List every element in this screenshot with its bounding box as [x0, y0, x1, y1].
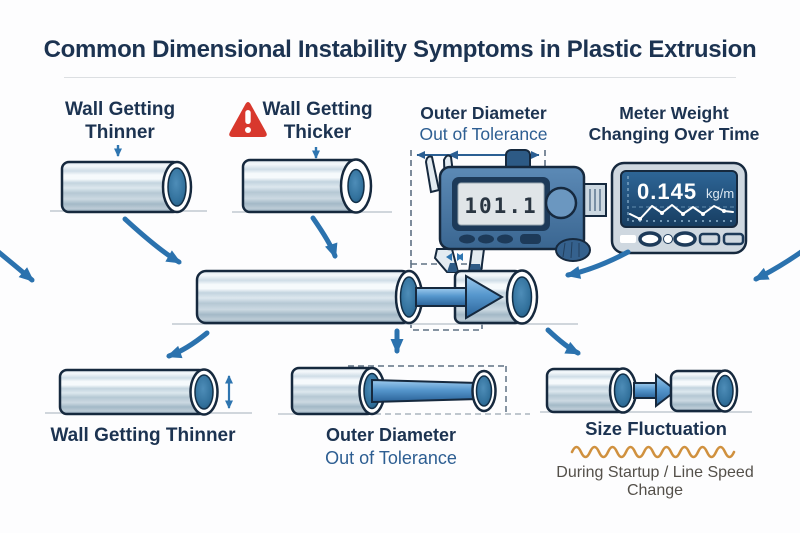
meter-display-icon: 0.145 kg/m [610, 161, 748, 255]
bottom-pipe-undersized-icon [278, 365, 530, 416]
title-divider [64, 77, 736, 78]
flow-arrow-pipe-to-bottom-left [166, 330, 210, 359]
bottom-pipe-fluctuation-icon [540, 367, 752, 414]
flow-arrow-left-edge [0, 250, 35, 283]
meter-unit: kg/m [706, 186, 734, 201]
heading-line: Outer Diameter [420, 103, 547, 123]
flow-arrows [0, 215, 800, 359]
heading-line: Wall Getting [262, 99, 373, 120]
bottom-pipe-thin-wall-icon [45, 368, 252, 416]
warning-icon [229, 102, 267, 137]
pipe-thin-wall-icon [50, 160, 207, 214]
fluctuation-wave-icon [570, 445, 736, 459]
heading-line: Meter Weight [619, 103, 729, 123]
caliper-reading: 101.1 [464, 194, 537, 218]
heading-line: Thinner [85, 122, 155, 144]
flow-arrow-thicker-to-pipe [310, 215, 338, 259]
caliper-icon: 101.1 [424, 149, 607, 273]
heading-line: Changing Over Time [588, 124, 760, 145]
heading-line: Thicker [283, 122, 352, 144]
label-line: Outer Diameter [325, 425, 457, 445]
label-outer-diameter: Outer Diameter Out of Tolerance [297, 424, 485, 469]
extrusion-direction-arrow [415, 274, 504, 320]
flow-arrow-thinner-to-pipe [122, 216, 182, 265]
flow-arrow-meter-to-pipe [565, 249, 631, 279]
flow-arrow-pipe-to-bottom-right [545, 327, 581, 356]
label-fluctuation-note: During Startup / Line Speed Change [556, 464, 754, 499]
page-title: Common Dimensional Instability Symptoms … [43, 36, 757, 63]
label-line: Out of Tolerance [325, 447, 457, 468]
heading-wall-thinner: Wall Getting Thinner [35, 98, 205, 144]
meter-value: 0.145 [637, 179, 697, 204]
flow-arrow-right-edge [753, 249, 800, 282]
heading-outer-diameter: Outer Diameter Out of Tolerance [396, 103, 571, 146]
label-size-fluctuation: Size Fluctuation [585, 418, 727, 439]
label-wall-getting-thinner: Wall Getting Thinner [50, 425, 236, 446]
heading-line: Wall Getting [64, 99, 176, 120]
pipe-thick-wall-icon [232, 158, 392, 214]
heading-line: Out of Tolerance [419, 124, 548, 145]
extruded-pipe-illustration [172, 269, 578, 325]
heading-meter-weight: Meter Weight Changing Over Time [584, 103, 764, 146]
heading-wall-thicker: Wall Getting Thicker [240, 98, 395, 144]
